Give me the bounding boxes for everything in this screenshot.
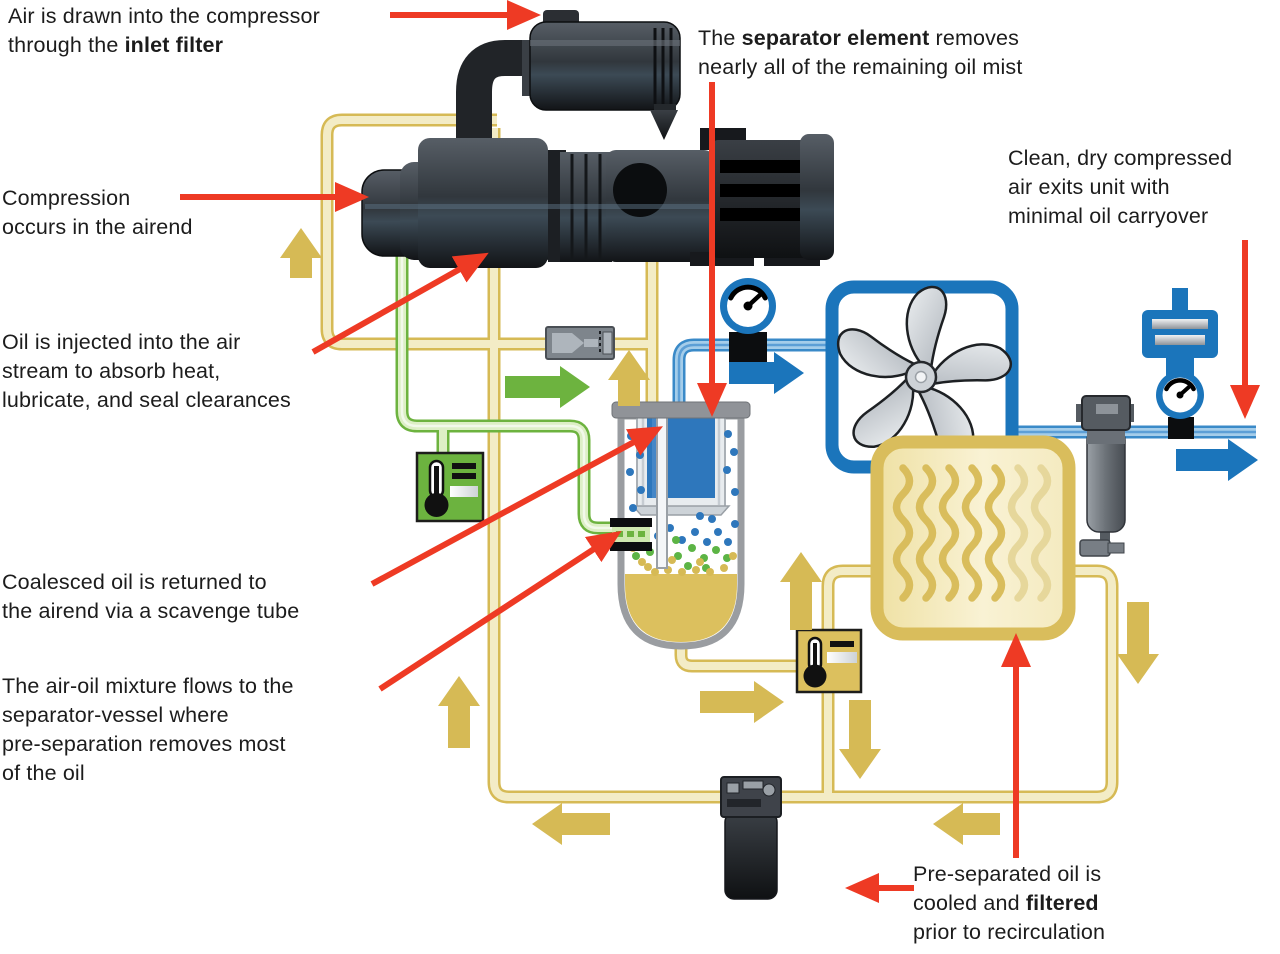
air-flow-arrows: [729, 352, 1258, 481]
oil-cooler-icon: [870, 435, 1076, 641]
annotation-line-mixture: [378, 530, 622, 692]
flow-arrow-right: [700, 681, 784, 723]
minimum-pressure-valve-icon: [1142, 288, 1218, 439]
discharge-air-filter-icon: [1076, 395, 1134, 557]
label-inlet: Air is drawn into the compressor through…: [8, 4, 320, 57]
flow-arrow-down: [839, 700, 881, 779]
flow-arrow-left: [532, 803, 610, 845]
annotation-arrows: [180, 0, 1260, 903]
label-mixture: The air-oil mixture flows to the separat…: [2, 674, 294, 785]
flow-arrow-up: [280, 228, 322, 278]
label-recirculation: Pre-separated oil is cooled and filtered…: [913, 862, 1106, 944]
oil-filter-icon: [720, 776, 782, 900]
flow-arrow-up: [608, 350, 650, 406]
flow-arrow-down: [1117, 602, 1159, 684]
oil-flow-arrows: [280, 228, 1159, 845]
flow-arrow-up: [780, 552, 822, 630]
flow-arrow-up: [438, 676, 480, 748]
annotation-line-scavenge: [370, 426, 664, 587]
oil-sump: [625, 574, 737, 642]
green-flow-arrow-right: [505, 366, 590, 408]
label-compression: Compression occurs in the airend: [2, 186, 193, 239]
inlet-filter-icon: [522, 10, 681, 140]
flow-arrow-right: [729, 352, 804, 394]
scavenge-tube-icon: [656, 413, 668, 569]
label-scavenge: Coalesced oil is returned to the airend …: [2, 570, 300, 623]
flow-arrow-right: [1176, 439, 1258, 481]
separator-element-icon: [631, 413, 731, 516]
thermostatic-valve-return: [795, 628, 863, 694]
label-injection: Oil is injected into the air stream to a…: [2, 330, 291, 412]
pressure-gauge-icon: [1156, 371, 1204, 419]
label-separator: The separator element removes nearly all…: [698, 26, 1023, 79]
separator-vessel: [610, 401, 751, 650]
intake-elbow: [456, 40, 540, 148]
label-clean-air: Clean, dry compressed air exits unit wit…: [1008, 146, 1233, 228]
thermostatic-valve-injection: [415, 451, 485, 523]
drive-motor: [690, 128, 834, 266]
vent-valve-icon: [545, 326, 615, 360]
airend-icon: [361, 40, 834, 268]
drain-cone: [650, 110, 678, 140]
scavenge-port: [610, 518, 652, 551]
pressure-gauge-icon: [720, 278, 776, 362]
annotation-line-injection: [311, 252, 489, 355]
flow-arrow-left: [933, 803, 1000, 845]
